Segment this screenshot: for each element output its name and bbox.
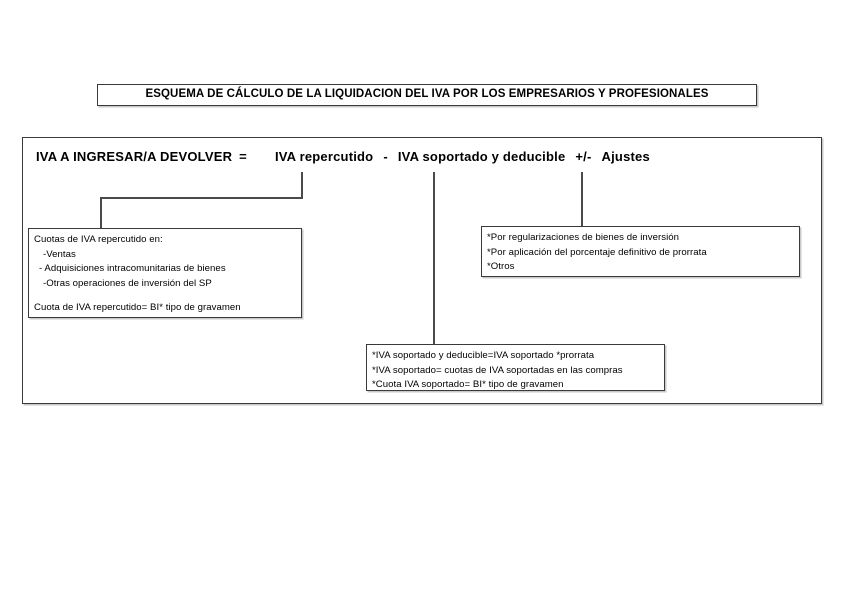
box-repercutido-line-1: -Ventas [43,248,76,260]
connector-ajustes-vertical [581,172,583,227]
box-repercutido-line-0: Cuotas de IVA repercutido en: [34,234,163,245]
box-repercutido-line-3: -Otras operaciones de inversión del SP [43,277,212,289]
connector-soportado-vertical [433,172,435,345]
formula-operator-minus: - [383,149,388,164]
box-ajustes-line-1: *Por aplicación del porcentaje definitiv… [487,246,707,258]
box-soportado-line-0: *IVA soportado y deducible=IVA soportado… [372,350,595,361]
box-repercutido-line-5: Cuota de IVA repercutido= BI* tipo de gr… [34,302,241,313]
connector-repercutido-vertical-down [100,197,102,229]
box-soportado-line-2: *Cuota IVA soportado= BI* tipo de gravam… [372,379,564,390]
formula-operator-plusminus: +/- [575,149,592,164]
formula-term-repercutido: IVA repercutido [274,149,374,164]
formula-subject: IVA A INGRESAR/A DEVOLVER [36,149,233,164]
connector-repercutido-horizontal [100,197,302,199]
box-ajustes-line-0: *Por regularizaciones de bienes de inver… [487,232,680,243]
box-soportado-line-1: *IVA soportado= cuotas de IVA soportadas… [372,364,623,376]
box-iva-repercutido: Cuotas de IVA repercutido en: -Ventas - … [28,228,302,318]
box-repercutido-line-4 [34,291,296,301]
formula-equals: = [239,149,247,164]
diagram-title-box: ESQUEMA DE CÁLCULO DE LA LIQUIDACION DEL… [97,84,757,106]
box-ajustes-line-2: *Otros [487,261,515,272]
box-repercutido-line-2: - Adquisiciones intracomunitarias de bie… [39,263,226,274]
diagram-outer-frame [22,137,822,404]
formula-term-soportado: IVA soportado y deducible [397,149,566,164]
formula-term-ajustes: Ajustes [601,149,650,164]
box-ajustes: *Por regularizaciones de bienes de inver… [481,226,800,277]
box-iva-soportado: *IVA soportado y deducible=IVA soportado… [366,344,665,391]
connector-repercutido-vertical-top [301,172,303,199]
diagram-title-text: ESQUEMA DE CÁLCULO DE LA LIQUIDACION DEL… [145,88,709,101]
formula-row: IVA A INGRESAR/A DEVOLVER = IVA repercutid… [36,149,650,164]
